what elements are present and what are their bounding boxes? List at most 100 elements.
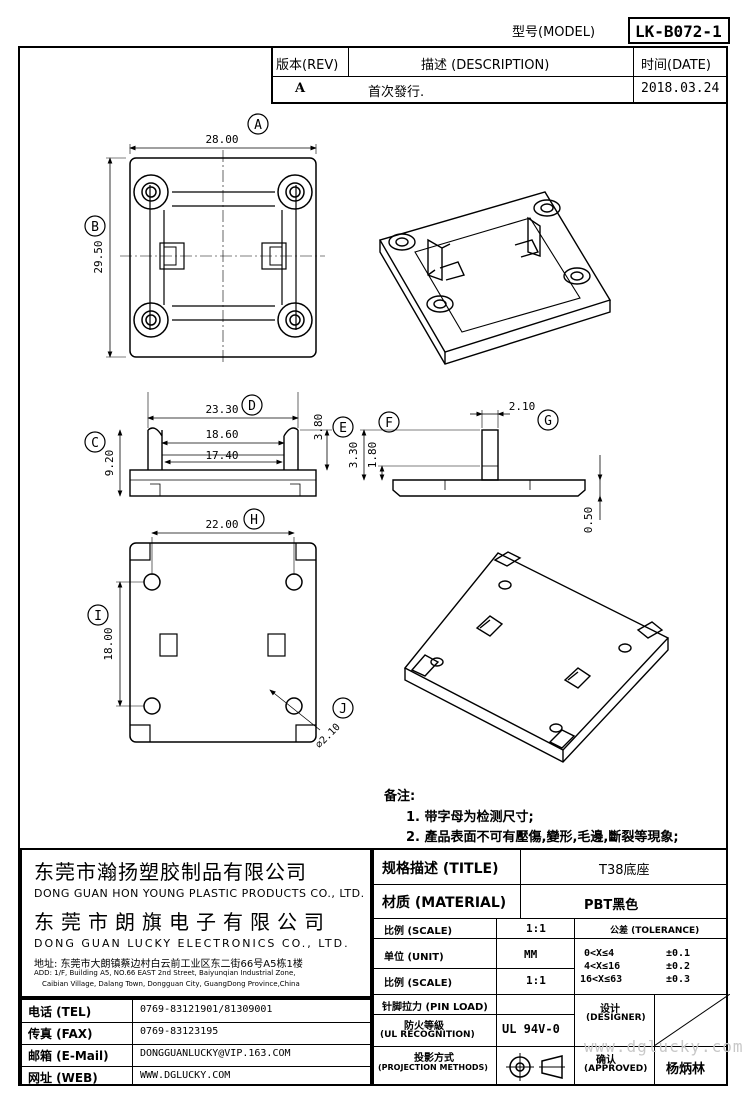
contacts-divider-v xyxy=(132,1000,133,1084)
scale-value: 1:1 xyxy=(526,922,546,935)
tol3-range: 16<X≤63 xyxy=(580,974,623,985)
unit-label: 单位 (UNIT) xyxy=(384,952,444,963)
approved-value: 杨炳林 xyxy=(666,1062,706,1077)
designer-label-cn: 设计 xyxy=(600,1004,620,1015)
balloon-d-label: D xyxy=(248,399,256,414)
title-value: T38底座 xyxy=(599,863,650,878)
email-value: DONGGUANLUCKY@VIP.163.COM xyxy=(140,1048,291,1059)
contacts-table: 电话 (TEL) 0769-83121901/81309001 传真 (FAX)… xyxy=(20,998,372,1086)
dim-height-3-8: 3.80 xyxy=(312,414,325,441)
note-1: 1. 带字母为检测尺寸; xyxy=(406,810,534,825)
model-label: 型号(MODEL) xyxy=(512,25,596,40)
projection-label-cn: 投影方式 xyxy=(414,1053,454,1064)
rev-label: 版本(REV) xyxy=(276,58,339,73)
balloon-e xyxy=(332,416,354,438)
rev-value: A xyxy=(295,81,306,96)
scale-label: 比例 (SCALE) xyxy=(384,926,453,937)
note-2: 2. 產品表面不可有壓傷,變形,毛邊,斷裂等現象; xyxy=(406,830,679,845)
designer-diagonal xyxy=(654,994,730,1046)
tb-line-5 xyxy=(374,994,726,995)
dim-width-2-1: 2.10 xyxy=(509,400,536,413)
balloon-g-label: G xyxy=(544,414,552,429)
approved-label-cn: 确认 xyxy=(596,1055,616,1066)
model-value: LK-B072-1 xyxy=(635,22,722,41)
material-label: 材质 (MATERIAL) xyxy=(382,895,507,911)
date-label: 时间(DATE) xyxy=(641,58,711,73)
fax-value: 0769-83123195 xyxy=(140,1026,219,1037)
model-box: LK-B072-1 xyxy=(628,17,730,44)
balloon-c xyxy=(84,431,106,453)
balloon-i-label: I xyxy=(94,609,102,624)
company-block: 东莞市瀚扬塑胶制品有限公司 DONG GUAN HON YOUNG PLASTI… xyxy=(20,848,372,998)
isometric-view-top xyxy=(378,191,612,365)
isometric-view-bottom xyxy=(403,551,670,763)
tol1-value: ±0.1 xyxy=(666,948,691,959)
dim-height-18: 18.00 xyxy=(102,627,115,660)
desc-value: 首次發行. xyxy=(368,85,425,100)
tolerance-label: 公差 (TOLERANCE) xyxy=(610,926,700,936)
unit-value: MM xyxy=(524,948,538,961)
company2-cn: 东莞市朗旗电子有限公司 xyxy=(34,910,331,934)
fire-label-cn: 防火等級 xyxy=(404,1021,444,1032)
fire-value: UL 94V-0 xyxy=(502,1022,560,1036)
notes-title: 备注: xyxy=(384,789,416,804)
company1-en: DONG GUAN HON YOUNG PLASTIC PRODUCTS CO.… xyxy=(34,887,365,900)
fax-label: 传真 (FAX) xyxy=(28,1027,93,1041)
projection-symbol-icon xyxy=(506,1053,565,1081)
dim-width-23-3: 23.30 xyxy=(205,403,238,416)
address-en-line1: ADD: 1/F, Building A5, NO.66 EAST 2nd St… xyxy=(34,969,296,977)
tb-vline-2 xyxy=(496,918,497,1086)
dim-height-29-5: 29.50 xyxy=(92,240,105,273)
company2-en: DONG GUAN LUCKY ELECTRONICS CO., LTD. xyxy=(34,937,350,950)
title-label: 规格描述 (TITLE) xyxy=(382,861,499,877)
balloon-a-label: A xyxy=(254,118,262,133)
balloon-b xyxy=(84,215,106,237)
email-label: 邮箱 (E-Mail) xyxy=(28,1049,109,1063)
desc-label: 描述 (DESCRIPTION) xyxy=(421,58,550,73)
dim-height-3-3: 3.30 xyxy=(347,442,360,469)
tel-value: 0769-83121901/81309001 xyxy=(140,1004,273,1015)
material-value: PBT黑色 xyxy=(584,898,639,913)
balloon-d xyxy=(241,394,263,416)
fire-label-en: (UL RECOGNITION) xyxy=(380,1030,475,1040)
web-value: WWW.DGLUCKY.COM xyxy=(140,1070,231,1081)
balloon-e-label: E xyxy=(339,421,347,436)
balloon-j-label: J xyxy=(339,702,347,717)
watermark: www.dglucky.com xyxy=(584,1037,744,1056)
tb-vline-1 xyxy=(520,850,521,918)
tol2-range: 4<X≤16 xyxy=(584,961,621,972)
tol1-range: 0<X≤4 xyxy=(584,948,615,959)
balloon-f-label: F xyxy=(385,416,393,431)
balloon-h-label: H xyxy=(250,513,258,528)
bottom-view xyxy=(116,530,321,743)
top-view xyxy=(106,144,325,365)
designer-label-en: (DESIGNER) xyxy=(586,1013,646,1023)
balloon-c-label: C xyxy=(91,436,99,451)
dim-width-28: 28.00 xyxy=(205,133,238,146)
tb-line-1 xyxy=(374,884,726,885)
tb-vline-4 xyxy=(654,994,655,1086)
balloon-g xyxy=(537,409,559,431)
tb-vline-3 xyxy=(574,918,575,1086)
rev-divider-v2 xyxy=(633,48,634,102)
web-label: 网址 (WEB) xyxy=(28,1071,98,1085)
address-en-line2: Caibian Village, Dalang Town, Dongguan C… xyxy=(42,980,300,988)
scale2-label: 比例 (SCALE) xyxy=(384,978,453,989)
dim-height-9-2: 9.20 xyxy=(103,450,116,477)
revision-table: 版本(REV) 描述 (DESCRIPTION) 时间(DATE) A 首次發行… xyxy=(271,46,728,104)
rev-divider-h xyxy=(273,76,726,77)
side-view xyxy=(360,410,603,520)
address-cn: 地址: 东莞市大朗镇蔡边村白云前工业区东二街66号A5栋1楼 xyxy=(34,959,303,970)
contacts-divider-h2 xyxy=(22,1044,370,1045)
dim-width-18-6: 18.60 xyxy=(205,428,238,441)
projection-label-en: (PROJECTION METHODS) xyxy=(378,1063,488,1072)
company1-cn: 东莞市瀚扬塑胶制品有限公司 xyxy=(34,860,307,884)
dim-height-0-5: 0.50 xyxy=(582,507,595,534)
tol2-value: ±0.2 xyxy=(666,961,691,972)
technical-drawing: 28.00 29.50 A B 23.30 18.60 17.4 xyxy=(84,113,670,763)
contacts-divider-h1 xyxy=(22,1022,370,1023)
balloon-h xyxy=(243,508,265,530)
tel-label: 电话 (TEL) xyxy=(28,1005,92,1019)
approved-label-en: (APPROVED) xyxy=(584,1064,648,1074)
rev-divider-v1 xyxy=(348,48,349,76)
